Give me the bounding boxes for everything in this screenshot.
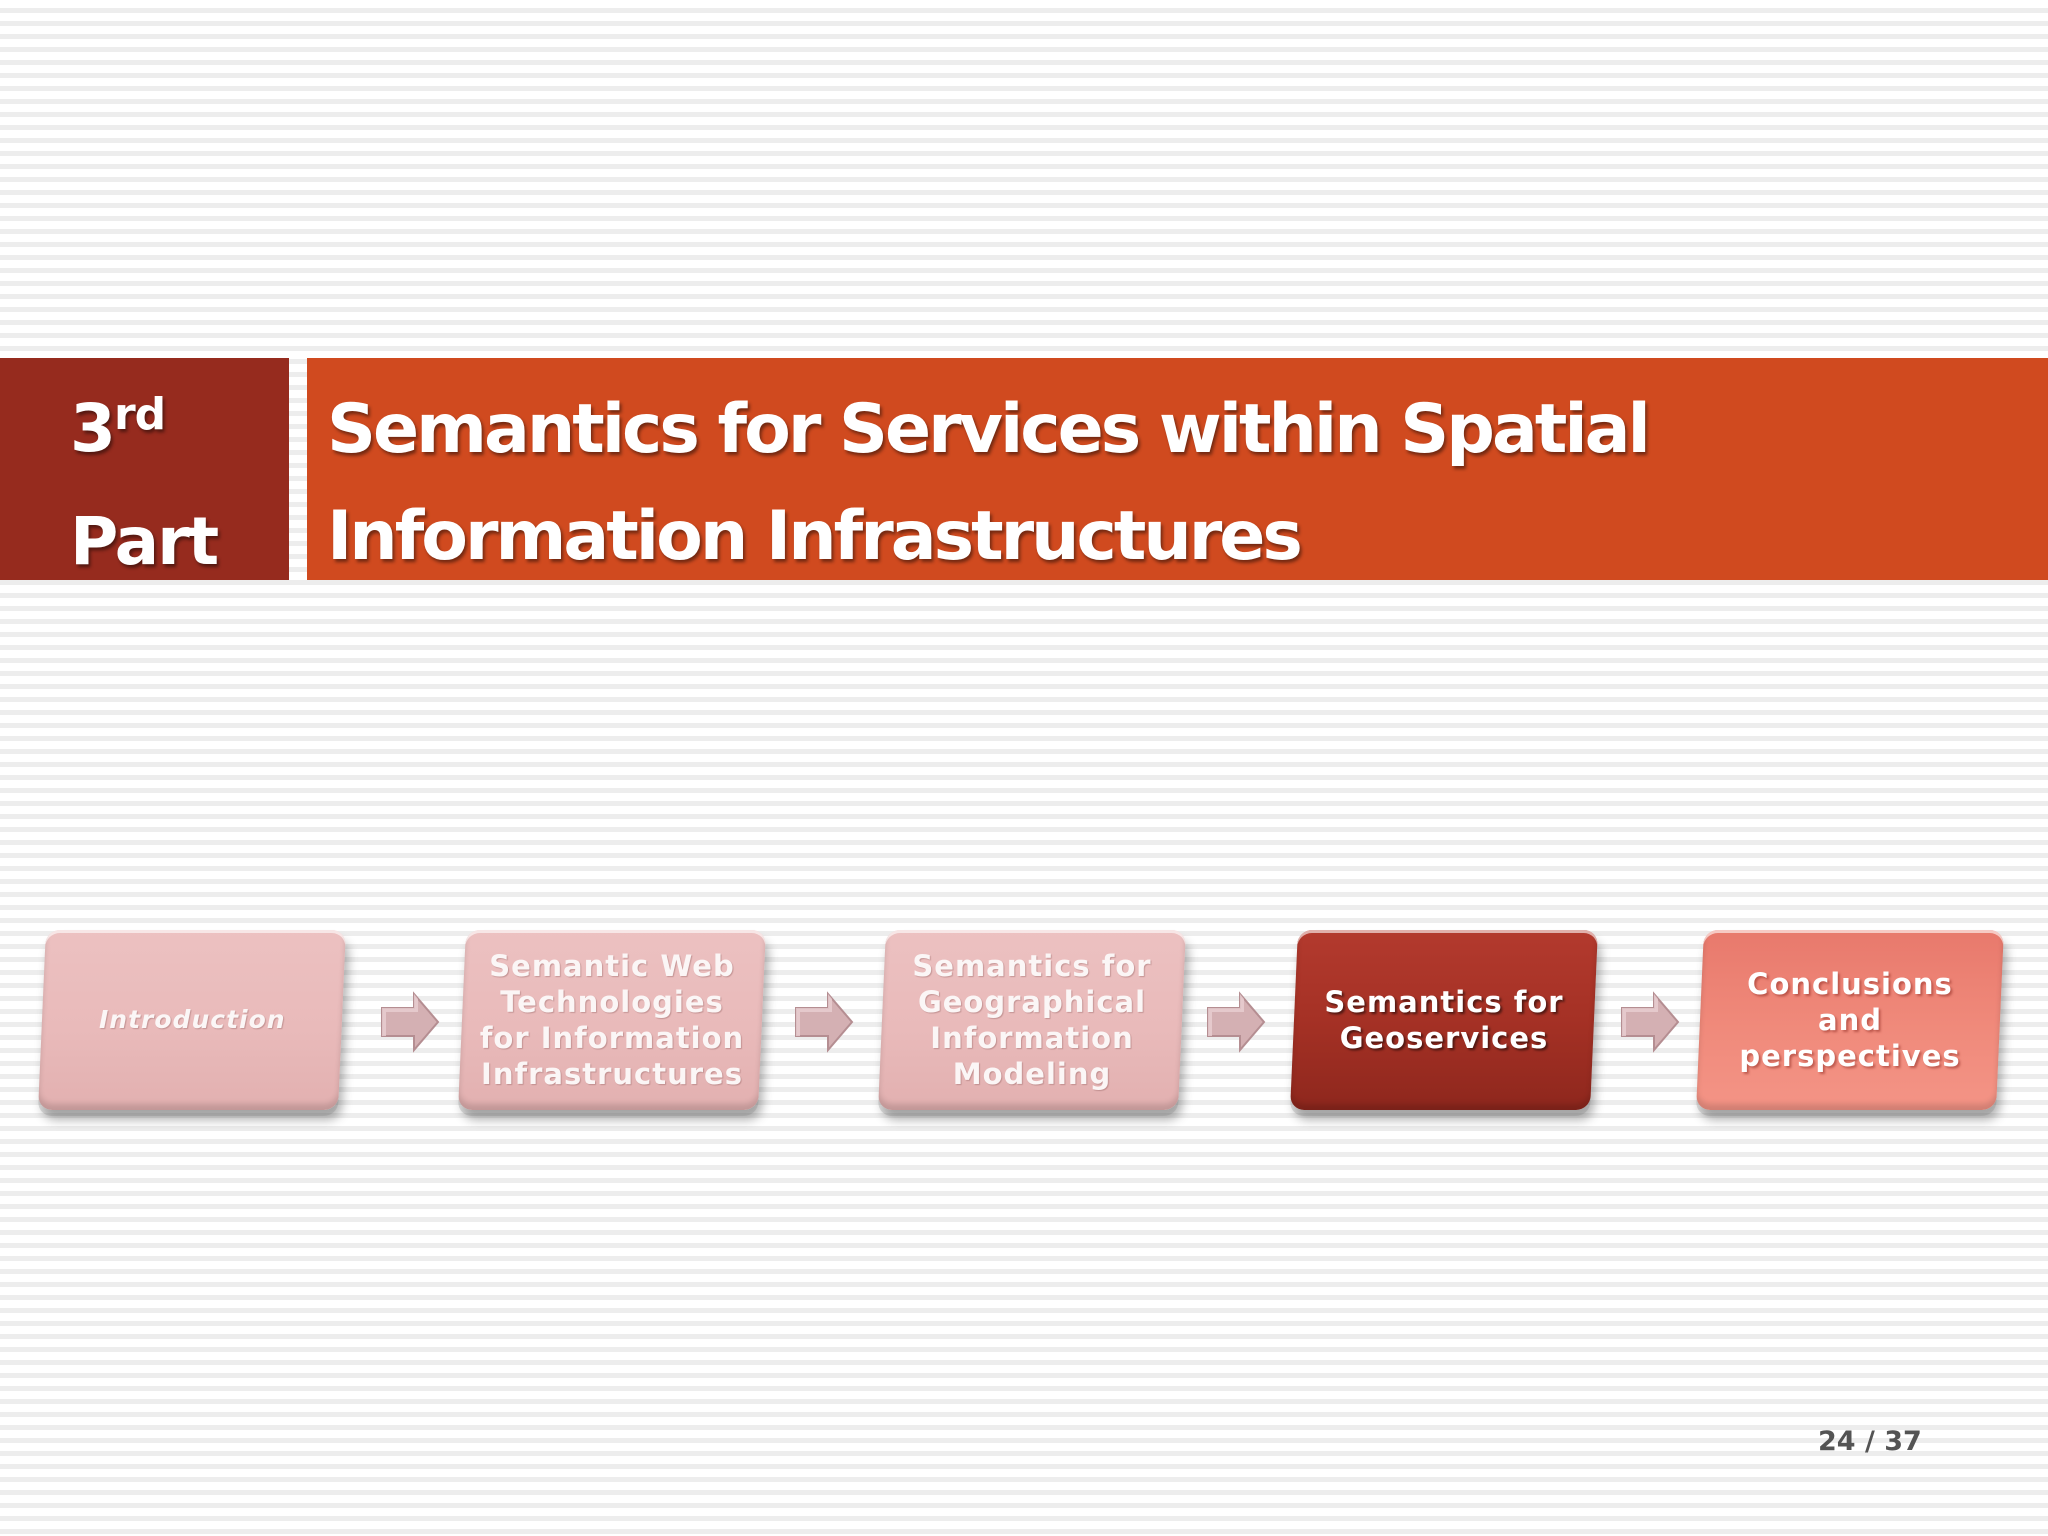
step-semantics-geographical-information: Semantics for Geographical Information M… — [878, 930, 1186, 1110]
arrow-right-icon — [1621, 991, 1680, 1053]
step-label: Introduction — [98, 1005, 286, 1034]
arrow-right-icon — [381, 991, 440, 1053]
title-bar: Semantics for Services within Spatial In… — [307, 358, 2048, 580]
step-label: Semantics for Geoservices — [1324, 985, 1564, 1055]
part-number-superscript: rd — [113, 389, 166, 440]
step-label: Semantic Web Technologies for Informatio… — [479, 949, 745, 1091]
step-conclusions-perspectives: Conclusions and perspectives — [1696, 930, 2004, 1110]
step-semantics-geoservices: Semantics for Geoservices — [1290, 930, 1598, 1110]
slide-title-line-2: Information Infrastructures — [327, 497, 1303, 576]
part-number: 3rd — [70, 389, 166, 467]
slide-title-line-1: Semantics for Services within Spatial — [327, 390, 1651, 469]
arrow-right-icon — [795, 991, 854, 1053]
page-number: 24 / 37 — [1818, 1426, 1922, 1457]
step-semantic-web-technologies: Semantic Web Technologies for Informatio… — [458, 930, 766, 1110]
section-part-badge: 3rd Part — [0, 358, 289, 580]
step-label: Semantics for Geographical Information M… — [912, 949, 1152, 1091]
arrow-right-icon — [1207, 991, 1266, 1053]
part-label: Part — [70, 503, 219, 580]
process-flow: Introduction Semantic Web Technologies f… — [0, 930, 2048, 1130]
step-introduction: Introduction — [38, 930, 346, 1110]
step-label: Conclusions and perspectives — [1739, 967, 1961, 1073]
slide-title: Semantics for Services within Spatial In… — [327, 376, 2048, 590]
